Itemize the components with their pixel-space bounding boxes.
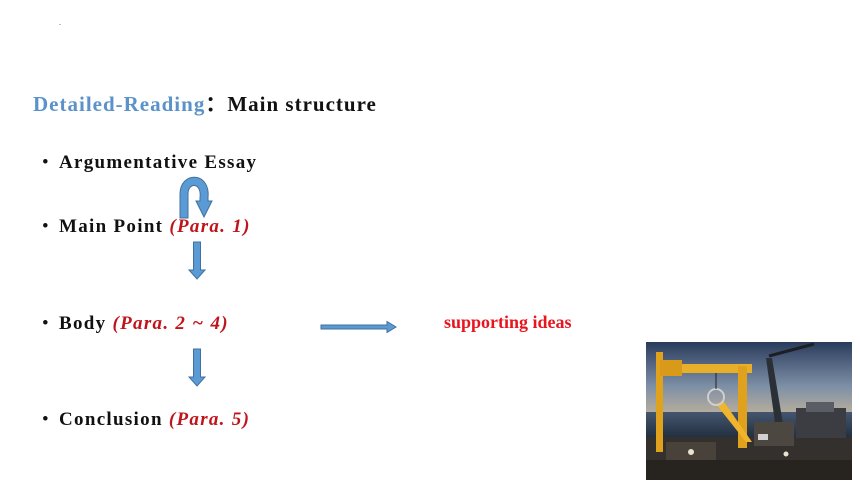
- para-reference: (Para. 2 ~ 4): [112, 313, 229, 334]
- bullet: •: [42, 313, 50, 334]
- item-label: Argumentative Essay: [59, 152, 258, 173]
- list-item-argumentative-essay: • Argumentative Essay: [42, 152, 257, 174]
- bullet: •: [42, 152, 50, 173]
- curved-arrow-icon: [179, 176, 213, 219]
- para-reference: (Para. 1): [169, 216, 251, 237]
- ship-crane-photo: [646, 342, 852, 480]
- list-item-body: • Body (Para. 2 ~ 4): [42, 313, 229, 335]
- item-label: Conclusion: [59, 409, 169, 430]
- down-arrow-icon: [187, 348, 207, 387]
- small-mark: .: [59, 18, 61, 27]
- slide-heading: Detailed-Reading：Main structure: [33, 88, 377, 118]
- bullet: •: [42, 409, 50, 430]
- list-item-conclusion: • Conclusion (Para. 5): [42, 409, 250, 431]
- supporting-ideas-label: supporting ideas: [444, 312, 572, 332]
- item-label: Body: [59, 313, 113, 334]
- item-label: Main Point: [59, 216, 170, 237]
- bullet: •: [42, 216, 50, 237]
- para-reference: (Para. 5): [168, 409, 251, 430]
- heading-rest: Main structure: [227, 92, 377, 116]
- down-arrow-icon: [187, 241, 207, 280]
- heading-highlight: Detailed-Reading: [33, 92, 206, 116]
- right-arrow-icon: [320, 320, 397, 334]
- list-item-main-point: • Main Point (Para. 1): [42, 216, 251, 238]
- heading-separator: ：: [205, 92, 228, 116]
